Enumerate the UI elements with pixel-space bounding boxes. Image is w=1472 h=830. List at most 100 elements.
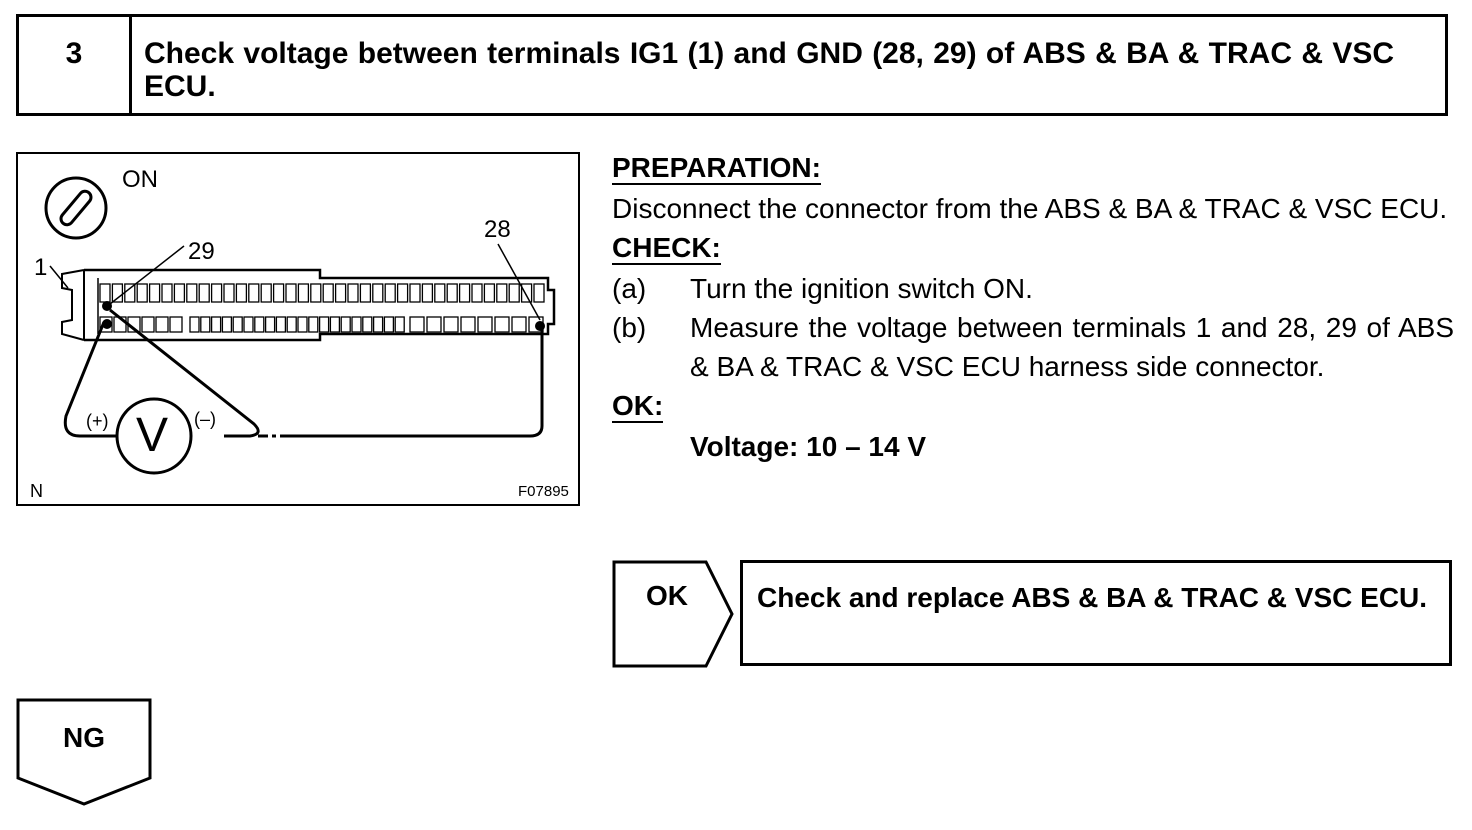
connector-cavity [409,283,421,303]
terminal-1-label: 1 [34,254,48,281]
connector-cavity [434,283,446,303]
connector-cavity [232,316,243,333]
check-step-text: Turn the ignition switch ON. [690,273,1033,304]
connector-cavity [494,316,510,333]
lower-cavities [99,316,544,333]
terminal-28-label: 28 [484,216,511,243]
connector-cavity [111,283,124,303]
connector-cavity [297,316,308,333]
voltmeter-label: V [136,409,169,462]
connector-cavity [508,283,520,303]
connector-cavity [189,316,200,333]
step-header: 3 Check voltage between terminals IG1 (1… [16,14,1448,116]
connector-icon [61,268,556,342]
connector-cavity [409,316,425,333]
connector-cavity [351,316,362,333]
connector-cavity [359,283,372,303]
plus-probe-label: (+) [86,411,109,431]
connector-cavity [322,283,334,303]
connector-cavity [372,283,384,303]
connector-cavity [186,283,198,303]
ok-result-label: OK [646,580,688,611]
wiring-diagram: ON 1 29 28 (+) (–) V N F07895 [16,152,580,506]
connector-cavity [520,283,533,303]
connector-cavity [477,316,493,333]
diagram-drawing [44,176,556,475]
connector-cavity [173,283,186,303]
ng-result-label: NG [63,722,105,753]
connector-cavity [483,283,496,303]
connector-cavity [443,316,459,333]
connector-cavity [334,283,347,303]
connector-cavity [99,316,113,333]
figure-id: F07895 [518,483,569,500]
instructions: PREPARATION: Disconnect the connector fr… [612,148,1454,466]
connector-cavity [99,283,111,303]
check-step-b: (b) Measure the voltage between terminal… [612,308,1454,386]
check-step-label: (b) [612,312,647,343]
step-number: 3 [19,17,132,113]
connector-cavity [221,316,233,333]
voltmeter-icon [115,397,193,475]
upper-cavities [99,283,545,303]
connector-cavity [272,283,285,303]
connector-cavity [248,283,260,303]
connector-cavity [310,283,322,303]
check-step-text: Measure the voltage between terminals 1 … [690,312,1454,382]
connector-cavity [394,316,405,333]
minus-probe-label: (–) [194,409,216,429]
connector-cavity [260,283,272,303]
connector-cavity [210,316,222,333]
connector-cavity [136,283,148,303]
connector-cavity [446,283,458,303]
ok-voltage-value: Voltage: 10 – 14 V [690,431,927,462]
connector-cavity [285,283,297,303]
connector-cavity [460,316,476,333]
ng-arrow-shape [16,698,152,806]
connector-cavity [318,316,330,333]
connector-cavity [471,283,483,303]
connector-cavity [275,316,287,333]
connector-cavity [297,283,310,303]
corner-mark: N [30,481,43,501]
step-title: Check voltage between terminals IG1 (1) … [144,37,1395,103]
ok-result-action: Check and replace ABS & BA & TRAC & VSC … [740,560,1452,666]
preparation-text: Disconnect the connector from the ABS & … [612,193,1448,224]
connector-cavity [511,316,527,333]
connector-cavity [254,316,265,333]
connector-cavity [198,283,210,303]
connector-cavity [340,316,351,333]
check-heading: CHECK: [612,232,721,265]
connector-cavity [533,283,545,303]
connector-cavity [362,316,373,333]
connector-cavity [383,316,395,333]
connector-cavity [384,283,396,303]
connector-cavity [243,316,254,333]
connector-cavity [396,283,409,303]
connector-cavity [286,316,297,333]
connector-cavity [210,283,223,303]
connector-cavity [496,283,508,303]
connector-cavity [372,316,384,333]
connector-cavity [347,283,359,303]
connector-cavity [148,283,161,303]
ignition-key-icon [44,176,108,240]
connector-cavity [329,316,341,333]
connector-cavity [124,283,136,303]
connector-cavity [161,283,173,303]
connector-cavity [426,316,442,333]
connector-cavity [235,283,248,303]
preparation-heading: PREPARATION: [612,152,821,185]
connector-cavity [458,283,471,303]
connector-cavity [200,316,211,333]
check-step-label: (a) [612,273,647,304]
connector-cavity [421,283,434,303]
connector-cavity [308,316,319,333]
check-step-a: (a) Turn the ignition switch ON. [612,269,1454,308]
connector-cavity [155,316,169,333]
terminal-29-label: 29 [188,238,215,265]
ignition-on-label: ON [122,166,158,193]
connector-cavity [264,316,276,333]
connector-cavity [169,316,183,333]
ok-heading: OK: [612,390,664,423]
